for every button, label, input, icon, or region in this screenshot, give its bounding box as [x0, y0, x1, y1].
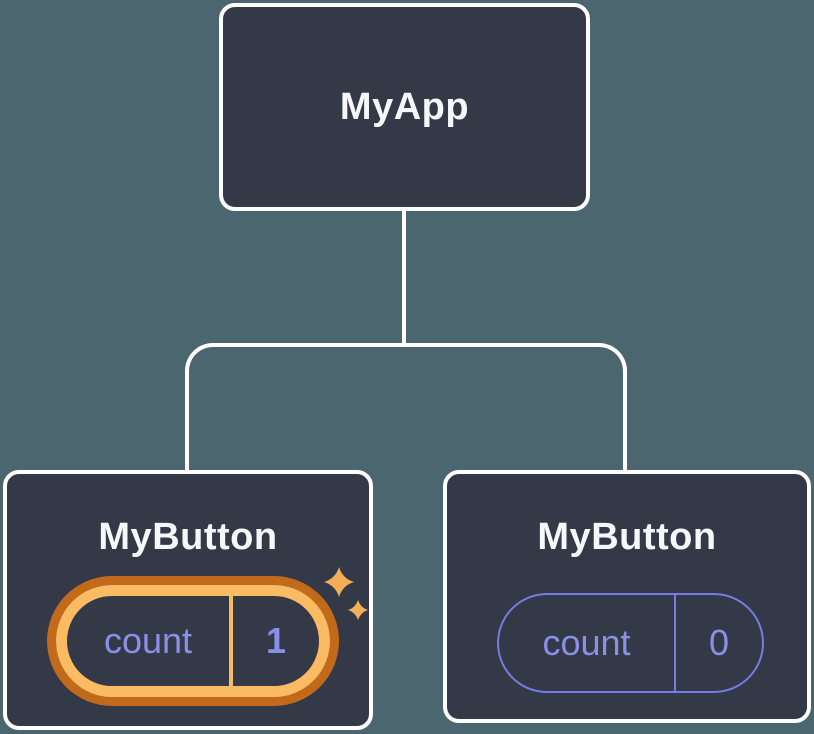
node-title-mybutton-right: MyButton	[537, 516, 717, 558]
node-title-mybutton-left: MyButton	[98, 516, 278, 558]
state-pill-highlighted: count 1	[56, 585, 330, 697]
state-pill-plain: count 0	[497, 593, 764, 693]
state-name-label: count	[542, 622, 631, 663]
node-title-myapp: MyApp	[339, 85, 470, 128]
tree-node-mybutton-left: MyButton count 1	[3, 470, 373, 730]
sparkles-icon	[324, 567, 368, 620]
connector-bracket	[185, 343, 627, 471]
pill-divider	[229, 596, 233, 686]
state-name-label: count	[103, 620, 193, 661]
state-value: 1	[265, 620, 287, 661]
state-value: 0	[708, 622, 730, 663]
connector-stem	[402, 209, 406, 347]
tree-node-myapp: MyApp	[219, 3, 590, 211]
pill-divider	[674, 595, 676, 691]
tree-node-mybutton-right: MyButton count 0	[443, 470, 811, 723]
